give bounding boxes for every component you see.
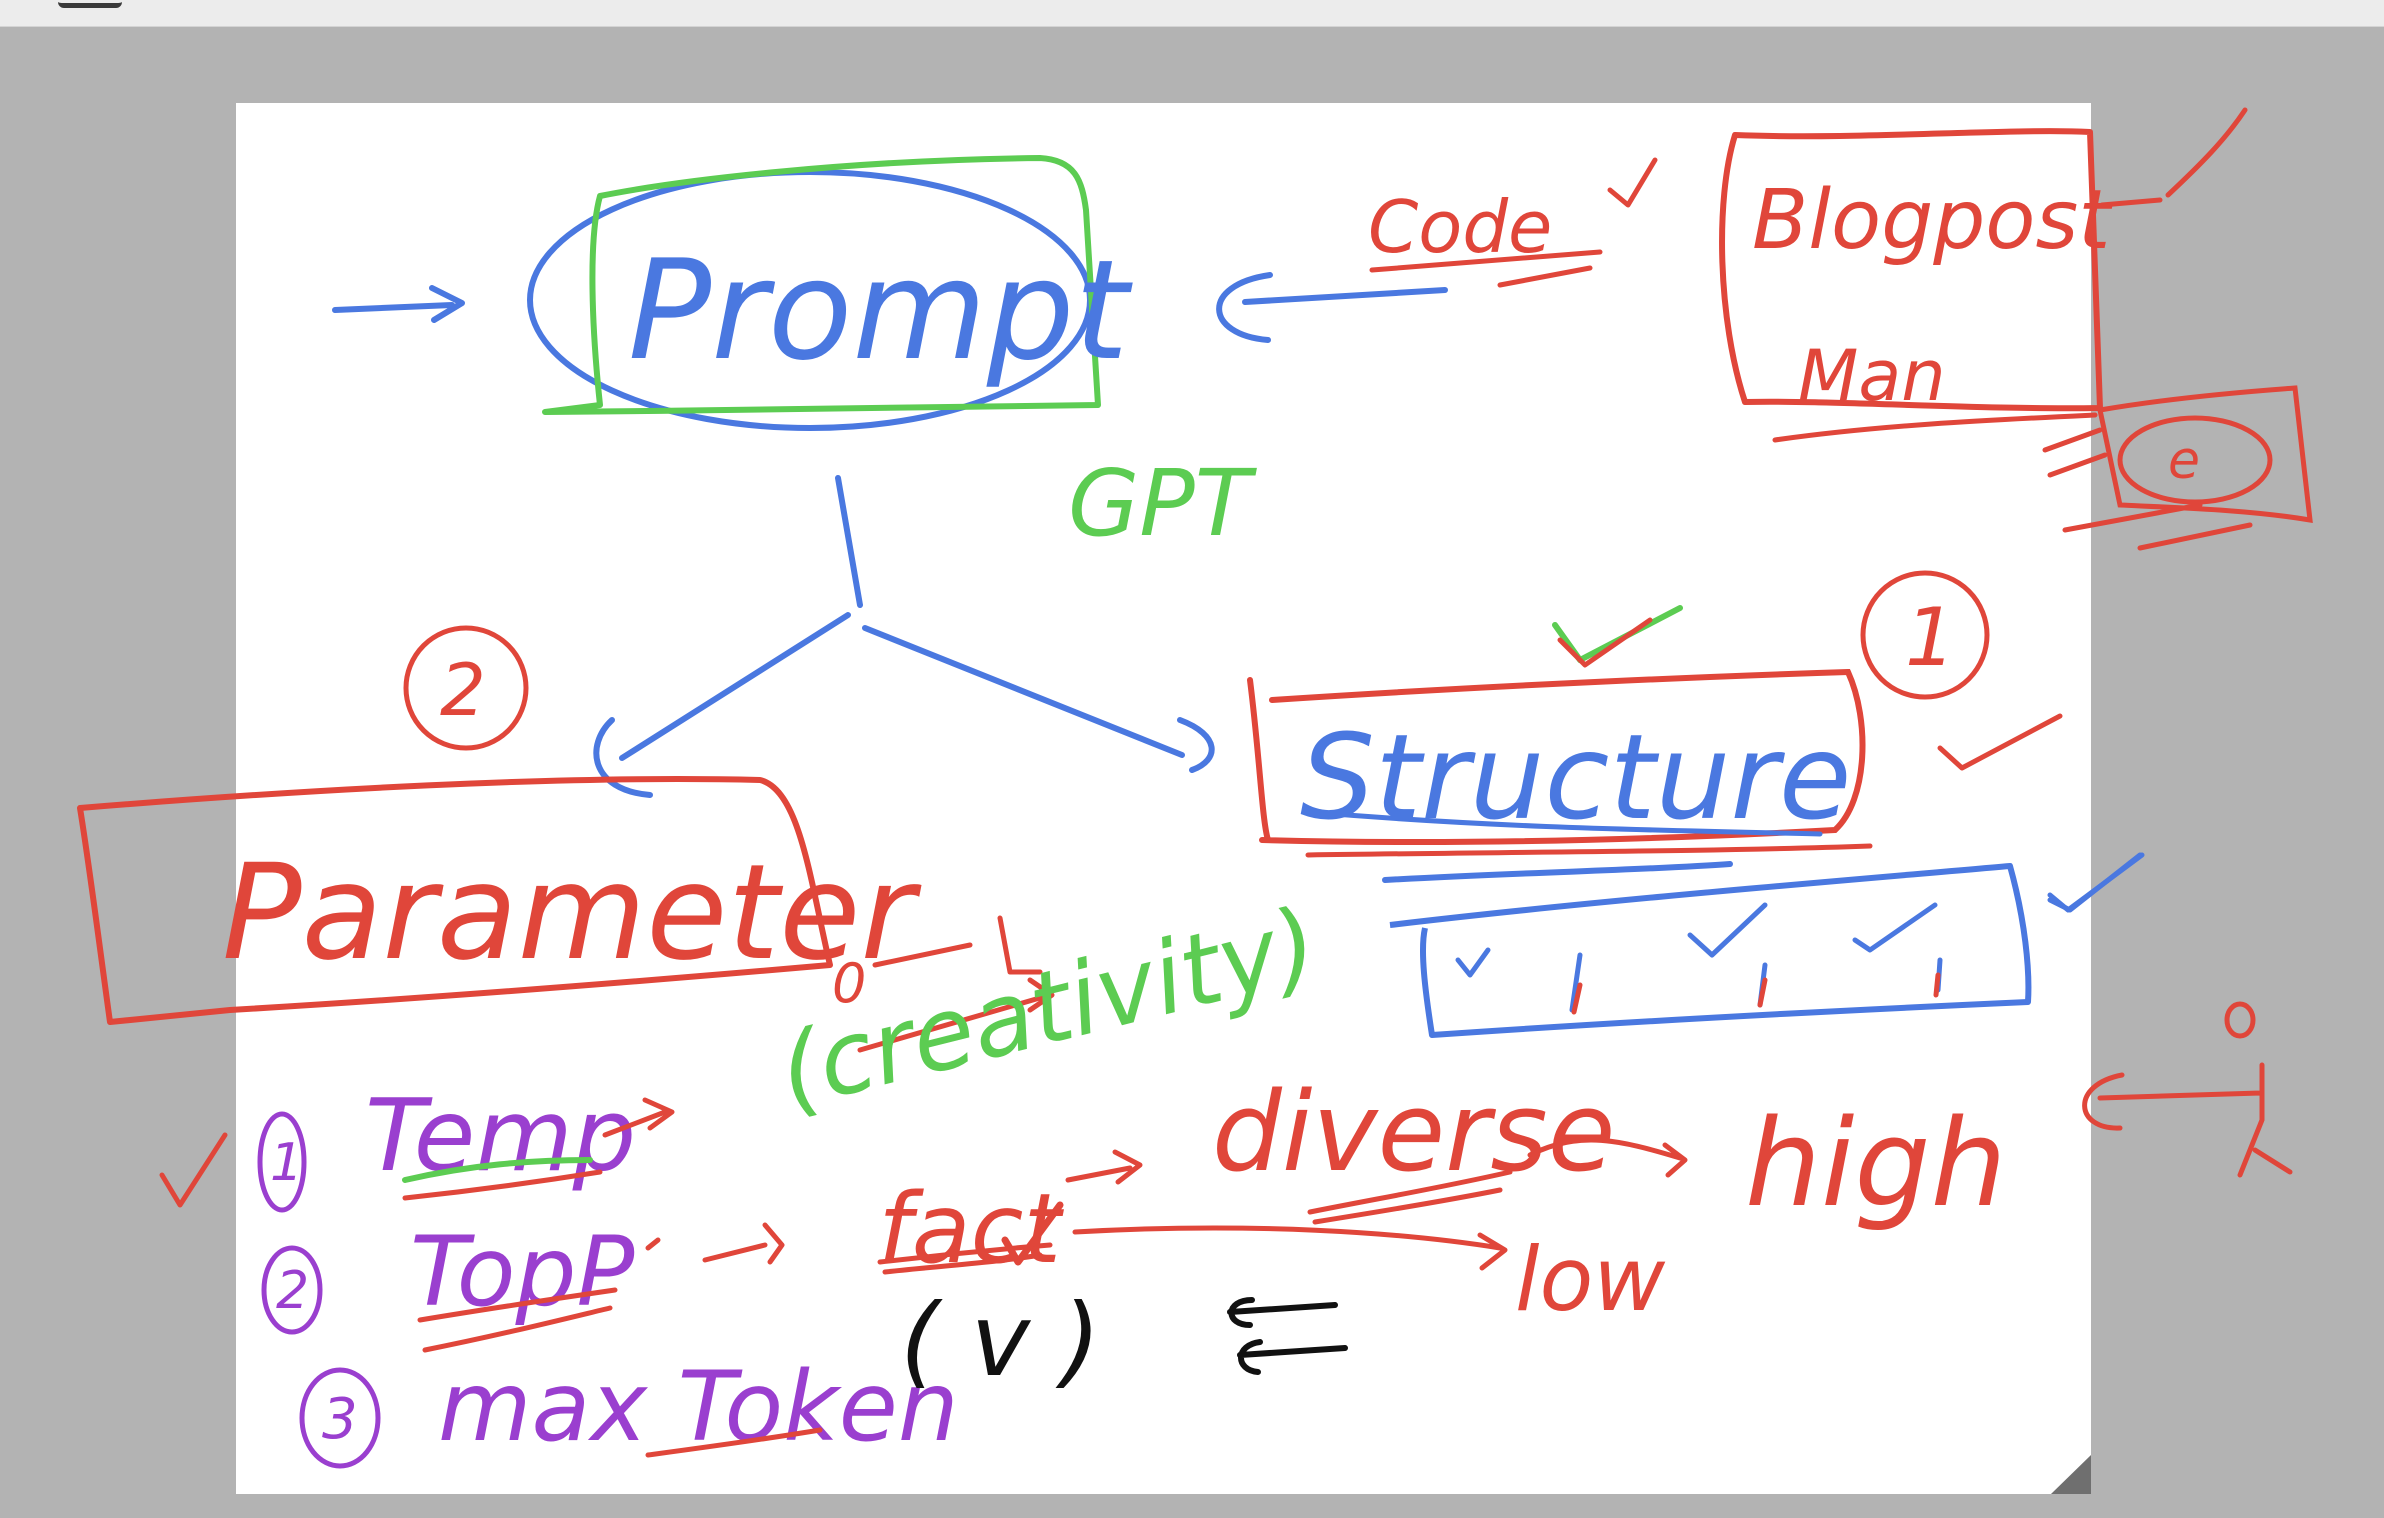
parameter-list: 1 Temp 2 TopP 3 max Token (159, 1077, 959, 1469)
parameter-box (77, 776, 833, 1025)
tree-trunk-line (835, 475, 863, 608)
parameter-label: Parameter (222, 836, 922, 990)
structure-check-red (1557, 617, 1653, 668)
list-check-icon (159, 1132, 228, 1208)
margin-check-blue (2047, 852, 2145, 913)
resize-triangle-icon (2051, 1455, 2091, 1494)
circle-2-label: 2 (440, 648, 486, 732)
tree-left-branch (593, 612, 851, 798)
high-label: high (1745, 1095, 2007, 1234)
small-circle (2117, 415, 2273, 505)
code-underline (1369, 249, 1603, 288)
code-check-icon (1607, 157, 1658, 208)
circle-1-label: 1 (1905, 591, 1956, 684)
temp-green-underline (402, 1157, 593, 1183)
structure-label: Structure (1300, 708, 1852, 846)
list-2-number: 2 (276, 1261, 309, 1321)
black-double-line (1227, 1297, 1348, 1375)
topp-red-underline (417, 1287, 618, 1353)
list-3-circle (299, 1367, 381, 1469)
tree-right-branch (862, 625, 1215, 773)
margin-red-hook (2082, 1062, 2293, 1178)
code-label: Code (1368, 185, 1552, 269)
page-resize-handle[interactable] (2051, 1455, 2091, 1494)
margin-small-circle (2224, 1001, 2256, 1039)
structure-red-box (1247, 668, 1866, 845)
toolbar-tab-handle[interactable] (58, 0, 122, 8)
structure-underline-blue (1307, 809, 1823, 837)
input-arrow-from-code (1216, 272, 1448, 343)
black-annotation: ( v ) (900, 1282, 1348, 1399)
diverse-arrow (1527, 1137, 1688, 1178)
diverse-underline (1307, 1169, 1513, 1225)
structure-underline-red (1305, 843, 1873, 858)
blogpost-label: Blogpost (1752, 173, 2113, 268)
blogpost-underline (1772, 412, 2098, 443)
whiteboard-page[interactable] (236, 103, 2091, 1494)
small-circle-label: e (2168, 431, 2200, 491)
temp-red-underline (402, 1169, 603, 1201)
app-top-bar (0, 0, 2384, 27)
blogpost-sublabel: Man (1798, 335, 1946, 417)
code-annotation: Code (1368, 157, 1658, 288)
structure-blue-box (1389, 863, 2032, 1038)
parameter-scale-line (857, 915, 1055, 1053)
fact-to-low-line (1072, 1225, 1508, 1271)
circle-1 (1860, 570, 1990, 700)
blogpost-node: Blogpost Man e (1719, 107, 2313, 551)
list-3-number: 3 (322, 1387, 358, 1452)
list-1-number: 1 (270, 1133, 303, 1193)
list-1-circle (257, 1111, 307, 1213)
list-1-word: Temp (365, 1077, 636, 1194)
prompt-node: Prompt (332, 155, 1448, 431)
diverse-label: diverse (1212, 1068, 1615, 1196)
fact-arrow (1065, 1149, 1143, 1185)
circle-2 (403, 625, 529, 751)
prompt-label: Prompt (628, 230, 1133, 391)
temp-arrow (602, 1097, 675, 1138)
low-label: low (1515, 1228, 1666, 1331)
fact-check-icon (1001, 1201, 1064, 1266)
margin-annotations (2047, 852, 2293, 1178)
list-3-word: max Token (438, 1351, 959, 1463)
blue-box-red-ticks (1571, 972, 1941, 1015)
scale-zero-label: 0 (832, 952, 866, 1015)
fact-label: fact (878, 1173, 1064, 1285)
structure-blue-underline-2 (1382, 861, 1733, 883)
blue-box-ticks (1455, 852, 2143, 1013)
gpt-label: GPT (1068, 450, 1258, 557)
bracket-v-label: ( v ) (900, 1282, 1101, 1399)
topp-arrow (645, 1222, 785, 1265)
token-underline (645, 1427, 823, 1458)
blogpost-side-stroke (2099, 107, 2248, 208)
prompt-entry-arrow (332, 285, 465, 323)
structure-node: 1 Structure (1247, 570, 2143, 1038)
small-circle-strokes (2042, 427, 2253, 551)
tree-connectors (593, 475, 1215, 798)
blogpost-box (1719, 128, 2103, 412)
prompt-green-box (542, 155, 1101, 415)
structure-check-side (1937, 713, 2063, 771)
parameter-node: 2 Parameter 0 (77, 625, 1055, 1053)
fact-diverse-annotation: fact diverse high low (877, 1068, 2007, 1331)
list-2-circle (261, 1245, 323, 1335)
